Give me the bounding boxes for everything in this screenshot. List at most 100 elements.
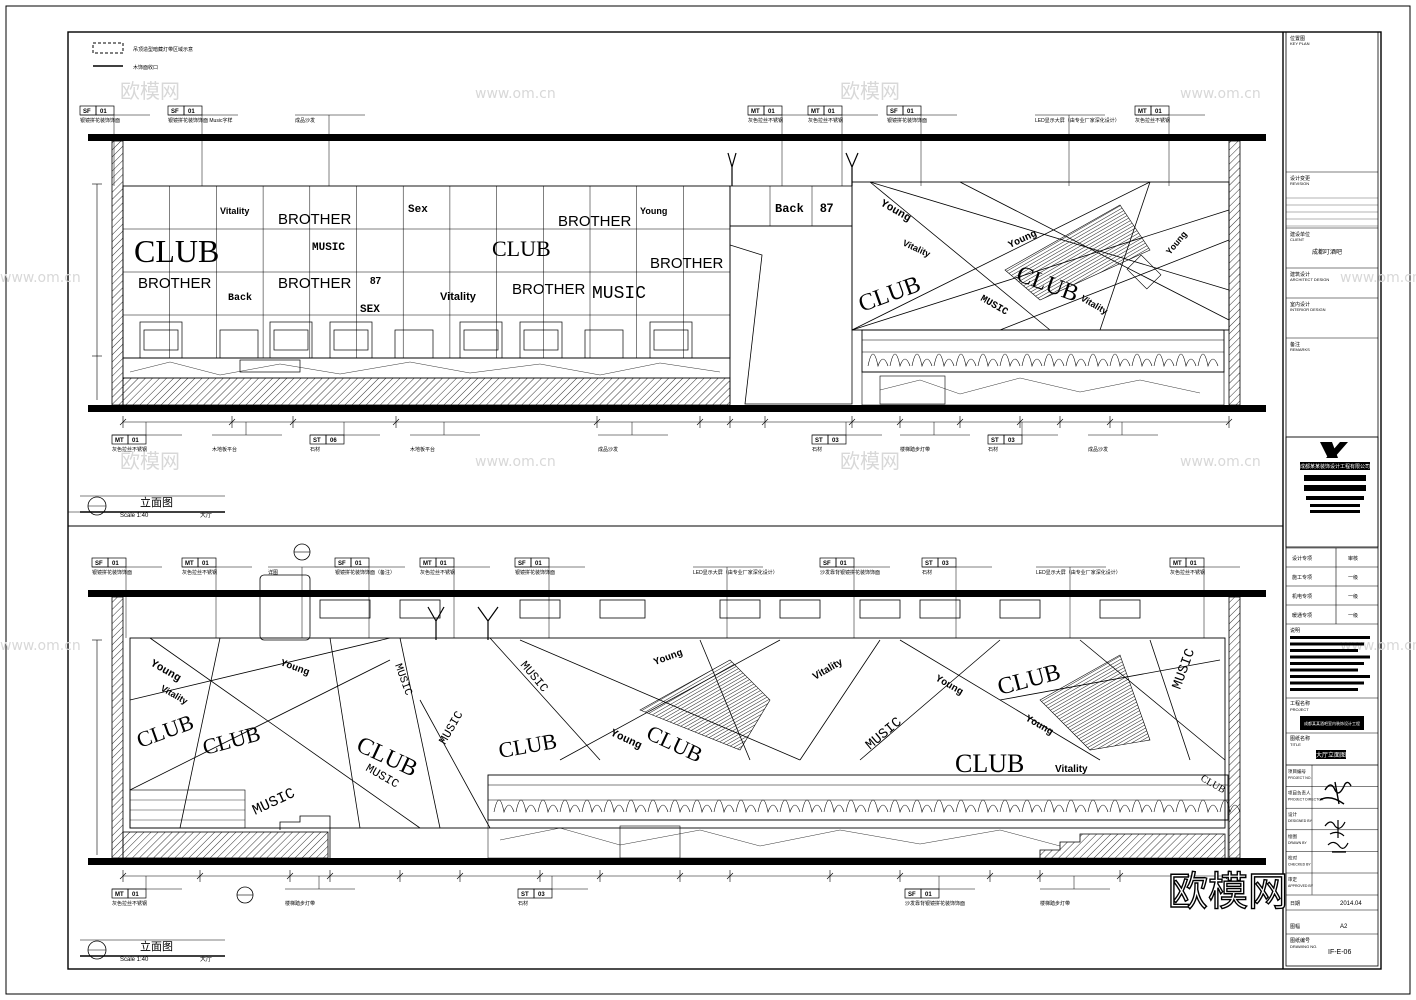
svg-text:木地板平台: 木地板平台 [212,446,237,453]
graphic-word: BROTHER [650,255,724,272]
graphic-word: Young [279,658,311,679]
graphic-word: Young [878,198,913,225]
svg-text:石材: 石材 [518,900,528,907]
svg-text:银镜拼花装饰饰面（备注）: 银镜拼花装饰饰面（备注） [335,569,395,576]
ceiling-soffit [859,599,901,619]
booth-seat [845,799,867,814]
drawing-title: 大厅立面图 [1316,751,1346,759]
booth-seat [1153,799,1175,814]
svg-text:ST: ST [991,438,999,444]
material-tag: 成品沙发 [295,114,365,186]
booth-seat [1197,353,1219,368]
svg-text:LED显示大屏（由专业厂家深化设计）: LED显示大屏（由专业厂家深化设计） [693,569,778,576]
booth-seat [889,799,911,814]
ceiling-slab-bottom [88,590,1266,597]
graphic-word: MUSIC [391,662,414,697]
graphic-word: BROTHER [278,211,352,228]
title-block-label: 建设单位 [1290,231,1310,238]
booth-seat [581,799,603,814]
drawing-number: IF-E-06 [1328,949,1351,956]
svg-text:灰色拉丝不锈钢: 灰色拉丝不锈钢 [420,569,455,576]
svg-text:03: 03 [538,892,545,898]
svg-text:www.om.cn: www.om.cn [475,454,556,470]
svg-text:01: 01 [188,109,195,115]
svg-text:DESIGNED BY: DESIGNED BY [1288,819,1313,823]
legend-item2: 木饰面收口 [133,64,158,71]
booth-seat [1131,799,1153,814]
title-block-label: 建筑设计 [1290,271,1310,278]
graphic-word: CLUB [133,709,197,753]
material-tag: ST 03 石材 [517,876,588,907]
sofa [519,321,563,359]
svg-text:PROJECT NO.: PROJECT NO. [1288,776,1311,780]
svg-text:ST: ST [313,438,321,444]
title-block-row-label: 项目负责人 [1288,790,1311,797]
graphic-word: Vitality [811,657,845,683]
sign-row-label: 机电专项 [1292,593,1312,600]
graphic-word: Vitality [440,291,477,303]
booth-seat [1021,353,1043,368]
svg-text:ST: ST [521,892,529,898]
svg-text:成品沙发: 成品沙发 [295,117,315,124]
svg-text:LED显示大屏（由专业厂家深化设计）: LED显示大屏（由专业厂家深化设计） [1035,117,1120,124]
title-block-row-label: 绘图 [1288,833,1297,840]
top-elevation-scale: Scale 1:40 [120,513,149,519]
svg-text:银镜拼花装饰饰面: 银镜拼花装饰饰面 [80,117,120,124]
graphic-word: Vitality [1079,293,1109,316]
graphic-word: CLUB [200,720,263,759]
svg-text:成品沙发: 成品沙发 [598,446,618,453]
svg-text:DRAWING NO.: DRAWING NO. [1290,944,1317,949]
svg-text:01: 01 [202,561,209,567]
svg-text:楼梯踏步灯带: 楼梯踏步灯带 [1040,900,1070,907]
material-tag: LED显示大屏（由专业厂家深化设计） [1035,114,1120,186]
svg-text:www.om.cn: www.om.cn [1180,454,1261,470]
svg-text:欧模网: 欧模网 [840,79,900,103]
graphic-word: MUSIC [592,284,646,304]
legend-item1: 吊顶造型暗藏灯带区域示意 [133,46,193,53]
svg-text:01: 01 [840,561,847,567]
svg-text:欧模网: 欧模网 [120,79,180,103]
graphic-word: BROTHER [512,281,586,298]
graphic-word: Sex [408,204,428,216]
booth-seat [999,799,1021,814]
svg-text:详图: 详图 [268,569,278,576]
svg-text:01: 01 [907,109,914,115]
graphic-word: Young [1165,230,1190,257]
svg-text:MT: MT [1138,109,1147,115]
sign-row-value: 一级 [1348,612,1358,619]
booth-seat [801,799,823,814]
floor-slab-bottom [88,858,1266,865]
material-tag: 木地板平台 [410,422,480,453]
svg-text:06: 06 [330,438,337,444]
graphic-word: 87 [370,276,382,287]
svg-text:01: 01 [768,109,775,115]
svg-text:SF: SF [823,561,831,567]
inner-border [67,31,1382,970]
svg-text:KEY PLAN: KEY PLAN [1290,41,1310,46]
graphic-word: BROTHER [558,213,632,230]
svg-text:CLIENT: CLIENT [1290,237,1305,242]
booth-seat [911,799,933,814]
booth-seat [603,799,625,814]
graphic-word: BROTHER [278,275,352,292]
ceiling-soffit [519,599,561,619]
svg-text:PROJECT: PROJECT [1290,707,1309,712]
sofa [329,321,373,359]
svg-text:欧模网: 欧模网 [120,449,180,473]
booth-seat [1109,799,1131,814]
booth-seat [823,799,845,814]
graphic-word: CLUB [497,728,559,763]
booth-seat [955,353,977,368]
graphic-word: Vitality [220,206,249,216]
svg-text:银镜拼花装饰饰面: 银镜拼花装饰饰面 [92,569,132,576]
graphic-word: CLUB [1199,773,1228,796]
material-tag: 楼梯踏步灯带 [285,876,355,907]
